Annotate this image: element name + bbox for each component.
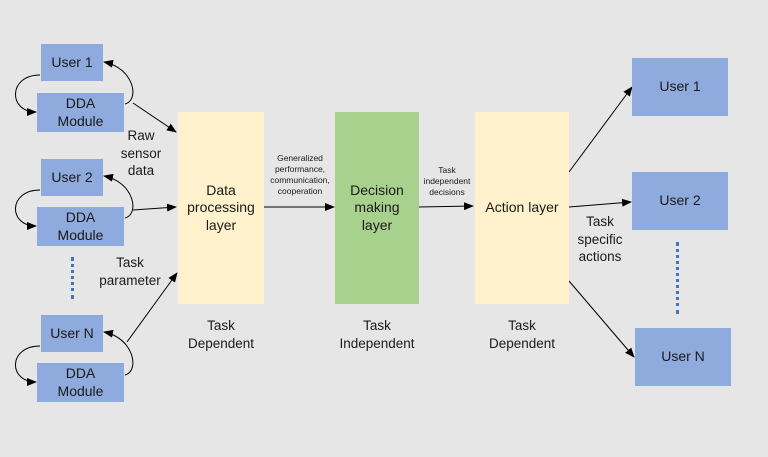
left-user-2-box: User 2 — [41, 159, 103, 196]
arrow-module-2 — [132, 203, 177, 212]
left-user-1-label: User 1 — [51, 53, 93, 70]
arrow-action-to-user-n — [568, 280, 635, 358]
action-layer: Action layer — [475, 112, 569, 304]
loop-arrow-user-n — [15, 345, 41, 386]
loop-arrow-module-n — [103, 329, 134, 376]
right-user-2-box: User 2 — [632, 172, 728, 230]
left-user-2-label: User 2 — [51, 168, 93, 185]
right-user-1-box: User 1 — [632, 58, 728, 116]
loop-arrow-module-2 — [103, 173, 134, 219]
left-dda-module-2-box: DDA Module — [37, 207, 124, 246]
decision-making-layer-label: Decision making layer — [350, 181, 404, 233]
arrow-action-to-user-1 — [568, 86, 633, 173]
loop-arrow-user-2 — [15, 189, 41, 230]
task-dependent-caption-1: Task Dependent — [187, 318, 255, 351]
left-dda-module-2-label: DDA Module — [57, 209, 104, 243]
left-user-n-label: User N — [50, 324, 94, 341]
left-dda-module-1-box: DDA Module — [37, 93, 124, 132]
data-processing-layer: Data processing layer — [178, 112, 264, 304]
left-dda-module-n-label: DDA Module — [57, 365, 104, 399]
right-user-n-box: User N — [635, 328, 731, 386]
arrow-raw-data — [132, 102, 177, 133]
decision-making-layer: Decision making layer — [335, 112, 419, 304]
arrow-action-to-user-2 — [568, 198, 632, 208]
generalized-performance-label: Generalized performance, communication, … — [270, 153, 330, 197]
task-independent-decisions-label: Task independent decisions — [423, 165, 471, 198]
arrow-task-parameter — [126, 272, 178, 343]
left-user-1-box: User 1 — [41, 44, 103, 81]
task-specific-actions-label: Task specific actions — [577, 214, 623, 265]
left-user-n-box: User N — [41, 315, 103, 352]
raw-sensor-data-label: Raw sensor data — [120, 128, 162, 179]
right-user-n-label: User N — [661, 348, 705, 365]
task-dependent-caption-2: Task Dependent — [488, 318, 556, 351]
right-ellipsis-dots — [676, 242, 679, 314]
left-dda-module-1-label: DDA Module — [57, 95, 104, 129]
task-independent-caption: Task Independent — [339, 318, 415, 351]
data-processing-layer-label: Data processing layer — [187, 181, 255, 233]
loop-arrow-module-1 — [103, 59, 134, 105]
task-parameter-label: Task parameter — [99, 255, 161, 288]
left-dda-module-n-box: DDA Module — [37, 363, 124, 402]
right-user-1-label: User 1 — [659, 78, 701, 95]
right-user-2-label: User 2 — [659, 192, 701, 209]
arrow-decision-to-action — [418, 202, 474, 211]
action-layer-label: Action layer — [485, 199, 559, 216]
left-ellipsis-dots — [71, 257, 74, 299]
loop-arrow-user-1 — [15, 74, 41, 116]
